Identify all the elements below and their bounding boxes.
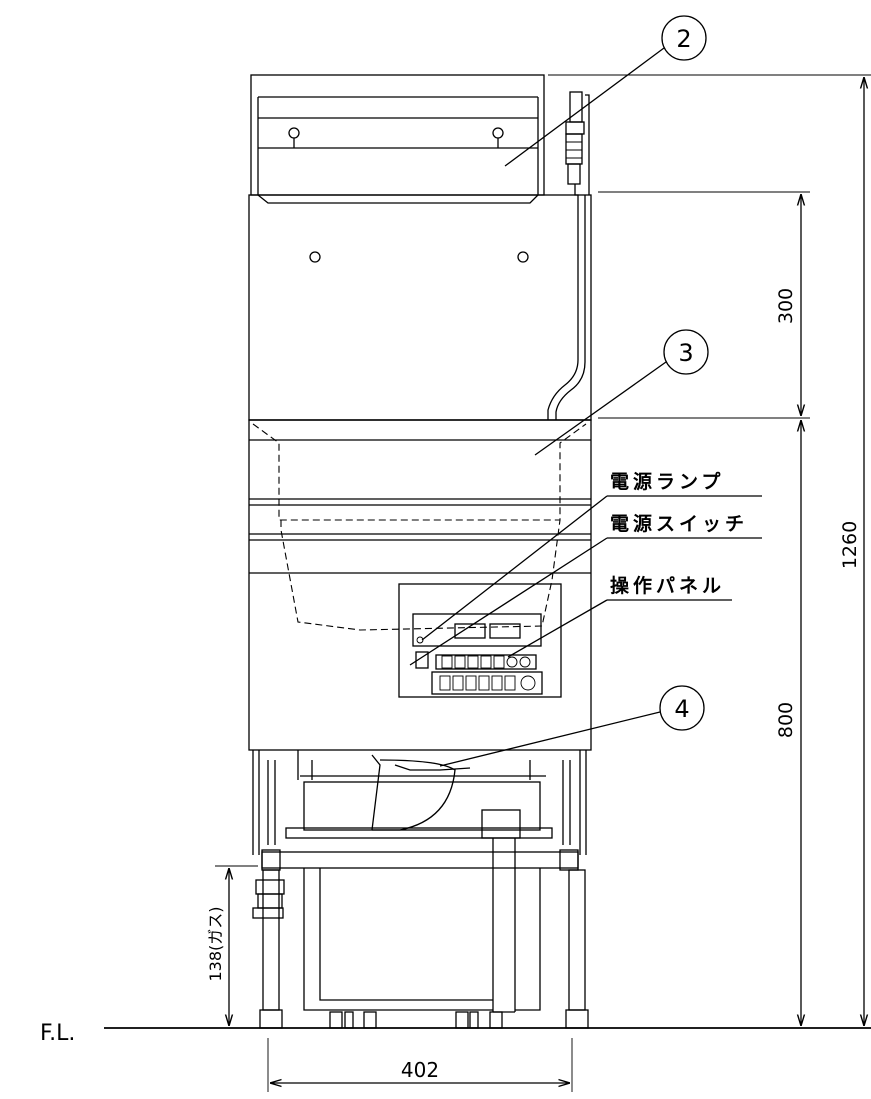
- svg-text:電源ランプ: 電源ランプ: [610, 470, 724, 493]
- dim-138-gas-label: 138(ガス): [206, 906, 225, 981]
- top-basket-section: [250, 74, 545, 204]
- svg-text:3: 3: [678, 339, 693, 367]
- dim-1260-label: 1260: [839, 521, 861, 569]
- svg-text:電源スイッチ: 電源スイッチ: [610, 512, 748, 535]
- svg-text:2: 2: [676, 25, 691, 53]
- dim-800-label: 800: [775, 702, 797, 738]
- svg-text:操作パネル: 操作パネル: [610, 574, 725, 597]
- control-panel-label: 操作パネル: [507, 574, 732, 658]
- power-switch-label: 電源スイッチ: [409, 512, 762, 666]
- dim-402-label: 402: [401, 1058, 439, 1082]
- callout-3: 3: [534, 329, 709, 456]
- lower-cabinet: [248, 419, 592, 751]
- frame-and-legs: [252, 750, 589, 1029]
- control-panel: [398, 583, 562, 698]
- dimension-lines: [215, 74, 871, 1092]
- power-cord: [547, 91, 590, 420]
- dim-300-label: 300: [775, 288, 797, 324]
- power-lamp-label: 電源ランプ: [421, 470, 762, 641]
- upper-body: [248, 194, 592, 421]
- callout-2: 2: [504, 15, 707, 167]
- oil-pan-assembly: [297, 750, 546, 1029]
- floor-level-label: F.L.: [40, 1021, 75, 1046]
- svg-text:4: 4: [674, 695, 689, 723]
- callout-4: 4: [439, 685, 705, 767]
